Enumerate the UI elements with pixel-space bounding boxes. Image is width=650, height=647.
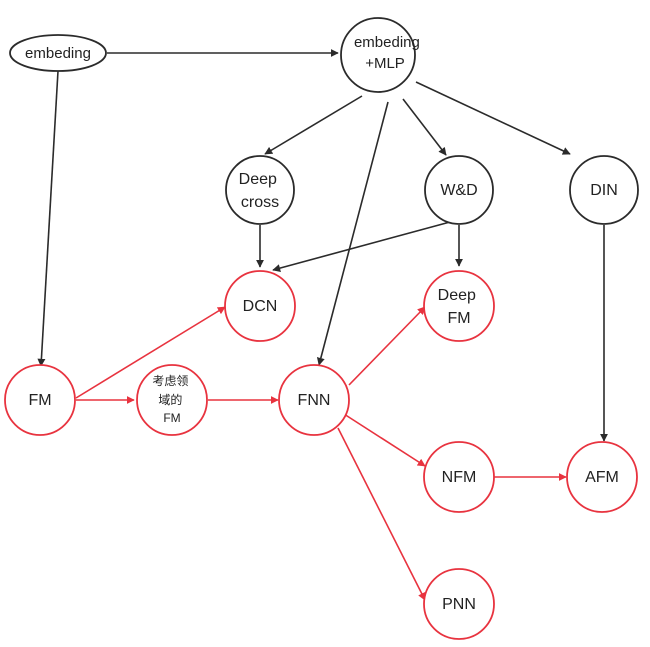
node-deep-cross: Deep cross [225, 155, 295, 225]
node-deep-fm-label-line1: Deep [438, 287, 476, 304]
node-field-aware-fm-label-line1: 考虑领 [152, 374, 188, 388]
node-deep-fm-label-line2: FM [447, 310, 470, 327]
svg-text:W&D: W&D [440, 182, 477, 199]
node-pnn-shape [423, 568, 495, 640]
svg-text:DCN: DCN [243, 298, 278, 315]
node-field-aware-fm-label-line2: 域的 [158, 392, 182, 407]
node-fnn-label: FNN [298, 392, 331, 409]
node-field-aware-fm: 考虑领 域的 FM [136, 364, 208, 436]
node-din-label: DIN [590, 182, 618, 199]
node-deep-cross-shape [225, 155, 295, 225]
node-wd: W&D [424, 155, 494, 225]
node-embeding-mlp-label-line2: +MLP [365, 55, 405, 72]
node-embeding-mlp: embeding +MLP [340, 17, 424, 93]
svg-text:PNN: PNN [442, 596, 476, 613]
svg-text:Deep FM: Deep FM [438, 287, 481, 327]
edge-embeding-to-fm [37, 70, 59, 367]
node-din-shape [569, 155, 639, 225]
svg-text:AFM: AFM [585, 469, 619, 486]
svg-text:DIN: DIN [590, 182, 618, 199]
svg-text:embeding: embeding [25, 45, 91, 62]
node-fm: FM [4, 364, 76, 436]
edge-embeding-mlp-to-fnn [316, 101, 389, 366]
node-afm: AFM [566, 441, 638, 513]
node-pnn-label: PNN [442, 596, 476, 613]
node-embeding: embeding [9, 34, 107, 72]
edge-embeding-mlp-to-deep-cross [264, 95, 363, 155]
node-field-aware-fm-label-line3: FM [163, 411, 180, 425]
node-nfm: NFM [423, 441, 495, 513]
node-din: DIN [569, 155, 639, 225]
edge-embeding-mlp-to-wd [402, 98, 447, 156]
node-afm-shape [566, 441, 638, 513]
edge-embeding-mlp-to-din [415, 81, 571, 155]
node-deep-cross-label-line2: cross [241, 194, 279, 211]
svg-text:Deep cross: Deep cross [239, 171, 282, 211]
edge-wd-to-dcn [272, 221, 451, 272]
edge-fm-to-dcn [75, 306, 226, 399]
node-embeding-shape [9, 34, 107, 72]
node-dcn-label: DCN [243, 298, 278, 315]
node-nfm-label: NFM [442, 469, 477, 486]
svg-text:embeding +MLP: embeding +MLP [354, 34, 424, 72]
node-deep-fm-shape [423, 270, 495, 342]
edge-fnn-to-nfm [343, 413, 426, 467]
node-nfm-shape [423, 441, 495, 513]
node-dcn: DCN [224, 270, 296, 342]
dark-edges [37, 49, 608, 442]
svg-text:NFM: NFM [442, 469, 477, 486]
node-wd-label: W&D [440, 182, 477, 199]
node-field-aware-fm-shape [136, 364, 208, 436]
node-fnn-shape [278, 364, 350, 436]
edge-fnn-to-deep-fm [348, 306, 426, 386]
node-embeding-mlp-shape [340, 17, 416, 93]
red-edges [75, 306, 567, 601]
node-afm-label: AFM [585, 469, 619, 486]
node-embeding-mlp-label-line1: embeding [354, 34, 420, 51]
svg-text:FNN: FNN [298, 392, 331, 409]
node-fm-shape [4, 364, 76, 436]
node-embeding-label: embeding [25, 45, 91, 62]
node-deep-cross-label-line1: Deep [239, 171, 277, 188]
node-pnn: PNN [423, 568, 495, 640]
node-wd-shape [424, 155, 494, 225]
svg-text:FM: FM [28, 392, 51, 409]
node-dcn-shape [224, 270, 296, 342]
svg-text:考虑领 域的 FM: 考虑领 域的 FM [152, 374, 191, 425]
node-deep-fm: Deep FM [423, 270, 495, 342]
node-fnn: FNN [278, 364, 350, 436]
node-fm-label: FM [28, 392, 51, 409]
edge-fnn-to-pnn [337, 427, 426, 601]
